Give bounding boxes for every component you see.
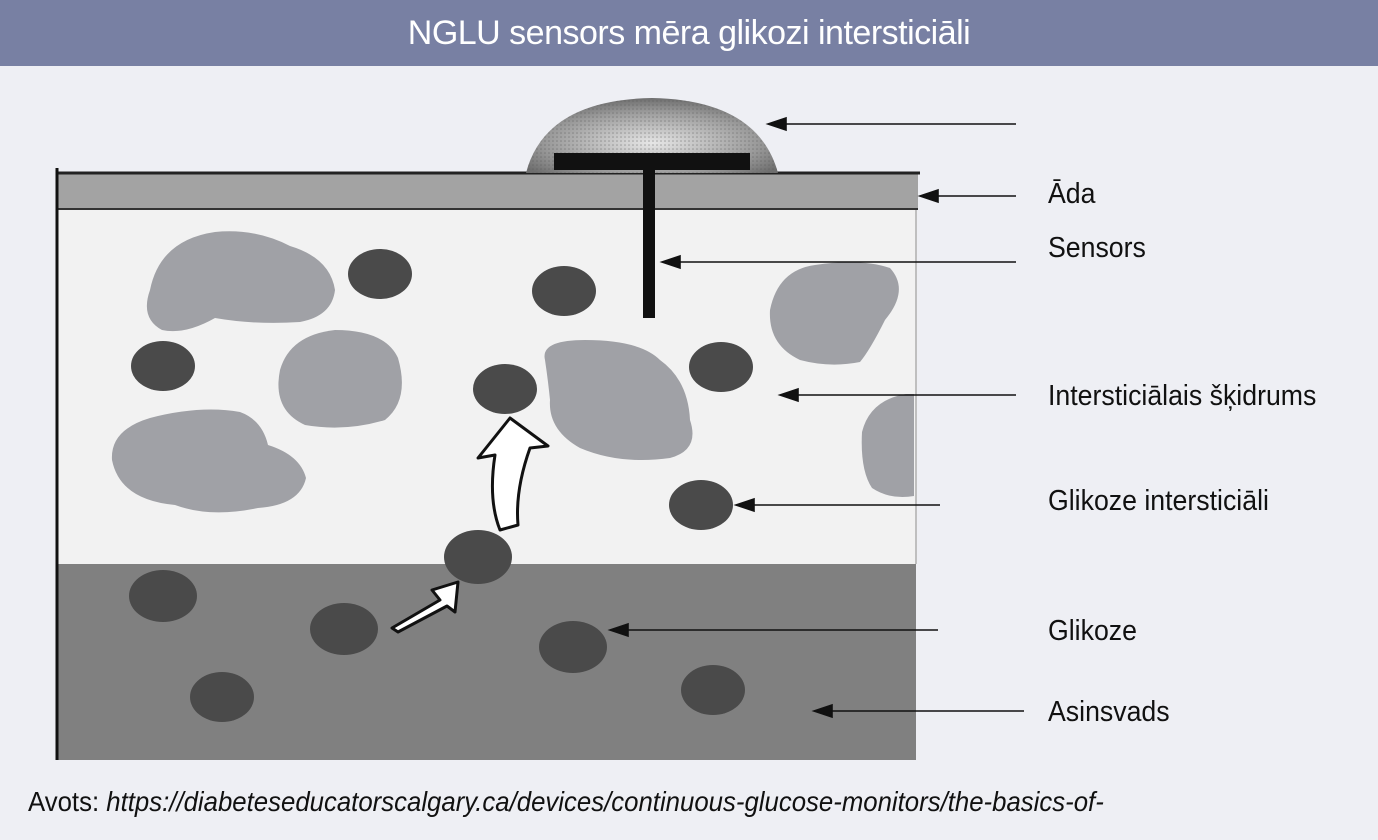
glucose-molecules xyxy=(129,249,753,722)
blood-vessel xyxy=(58,564,916,760)
source-line: Avots: https://diabeteseducatorscalgary.… xyxy=(28,786,1104,818)
sensor-diagram xyxy=(0,66,1378,786)
label-glucose: Glikoze xyxy=(1048,615,1137,647)
label-interstitial-fluid: Intersticiālais šķidrums xyxy=(1048,380,1317,412)
label-interstitial-glucose: Glikoze intersticiāli xyxy=(1048,485,1269,517)
label-blood-vessel: Asinsvads xyxy=(1048,696,1170,728)
source-prefix: Avots: xyxy=(28,786,100,817)
skin-layer xyxy=(58,173,918,209)
title-bar: NGLU sensors mēra glikozi intersticiāli xyxy=(0,0,1378,66)
up-arrow xyxy=(476,416,550,532)
diagram-svg xyxy=(55,98,1024,760)
leader-arrows xyxy=(607,116,1024,719)
sensor-filament xyxy=(643,168,655,318)
label-skin: Āda xyxy=(1048,178,1096,210)
source-link[interactable]: https://diabeteseducatorscalgary.ca/devi… xyxy=(106,786,1104,817)
page-title: NGLU sensors mēra glikozi intersticiāli xyxy=(407,13,971,52)
cells xyxy=(111,231,914,513)
label-sensor: Sensors xyxy=(1048,232,1146,264)
diagonal-arrow xyxy=(390,580,460,634)
sensor-base xyxy=(554,153,750,170)
